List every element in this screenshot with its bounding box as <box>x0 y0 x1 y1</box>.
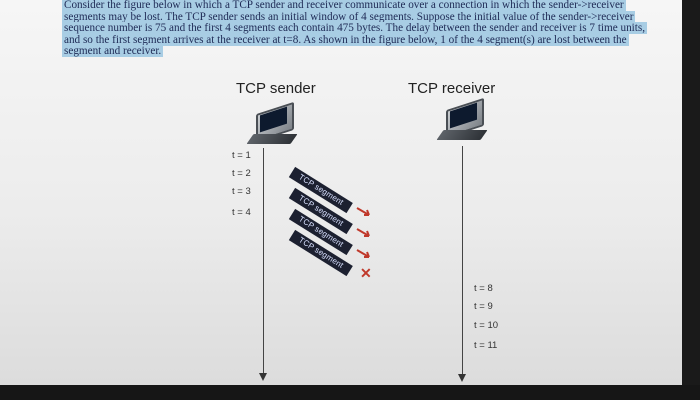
sender-computer-icon <box>246 101 300 148</box>
sender-timeline <box>263 148 264 373</box>
sender-timeline-arrow-icon <box>259 373 267 381</box>
receiver-timeline-arrow-icon <box>458 374 466 382</box>
question-text: Consider the figure below in which a TCP… <box>62 0 652 58</box>
sender-time-1: t = 1 <box>232 150 251 161</box>
sender-time-3: t = 3 <box>232 186 251 197</box>
sender-base <box>246 134 298 144</box>
receiver-time-9: t = 9 <box>474 301 493 312</box>
receiver-computer-icon <box>436 97 490 144</box>
sender-title: TCP sender <box>236 80 316 97</box>
screen: Consider the figure below in which a TCP… <box>0 0 700 385</box>
question-highlight: Consider the figure below in which a TCP… <box>62 0 648 58</box>
receiver-time-11: t = 11 <box>474 340 498 351</box>
receiver-timeline <box>462 146 463 374</box>
monitor-bezel <box>0 385 700 400</box>
receiver-base <box>436 130 488 140</box>
segment-3-arrow-icon <box>356 249 370 258</box>
receiver-title: TCP receiver <box>408 80 496 97</box>
lost-segment-x-icon: ✕ <box>360 265 372 281</box>
receiver-time-8: t = 8 <box>474 283 493 294</box>
receiver-time-10: t = 10 <box>474 320 499 331</box>
sender-time-4: t = 4 <box>232 207 251 218</box>
segment-1-arrow-icon <box>356 207 370 216</box>
sender-time-2: t = 2 <box>232 168 251 179</box>
segment-2-arrow-icon <box>356 228 370 237</box>
